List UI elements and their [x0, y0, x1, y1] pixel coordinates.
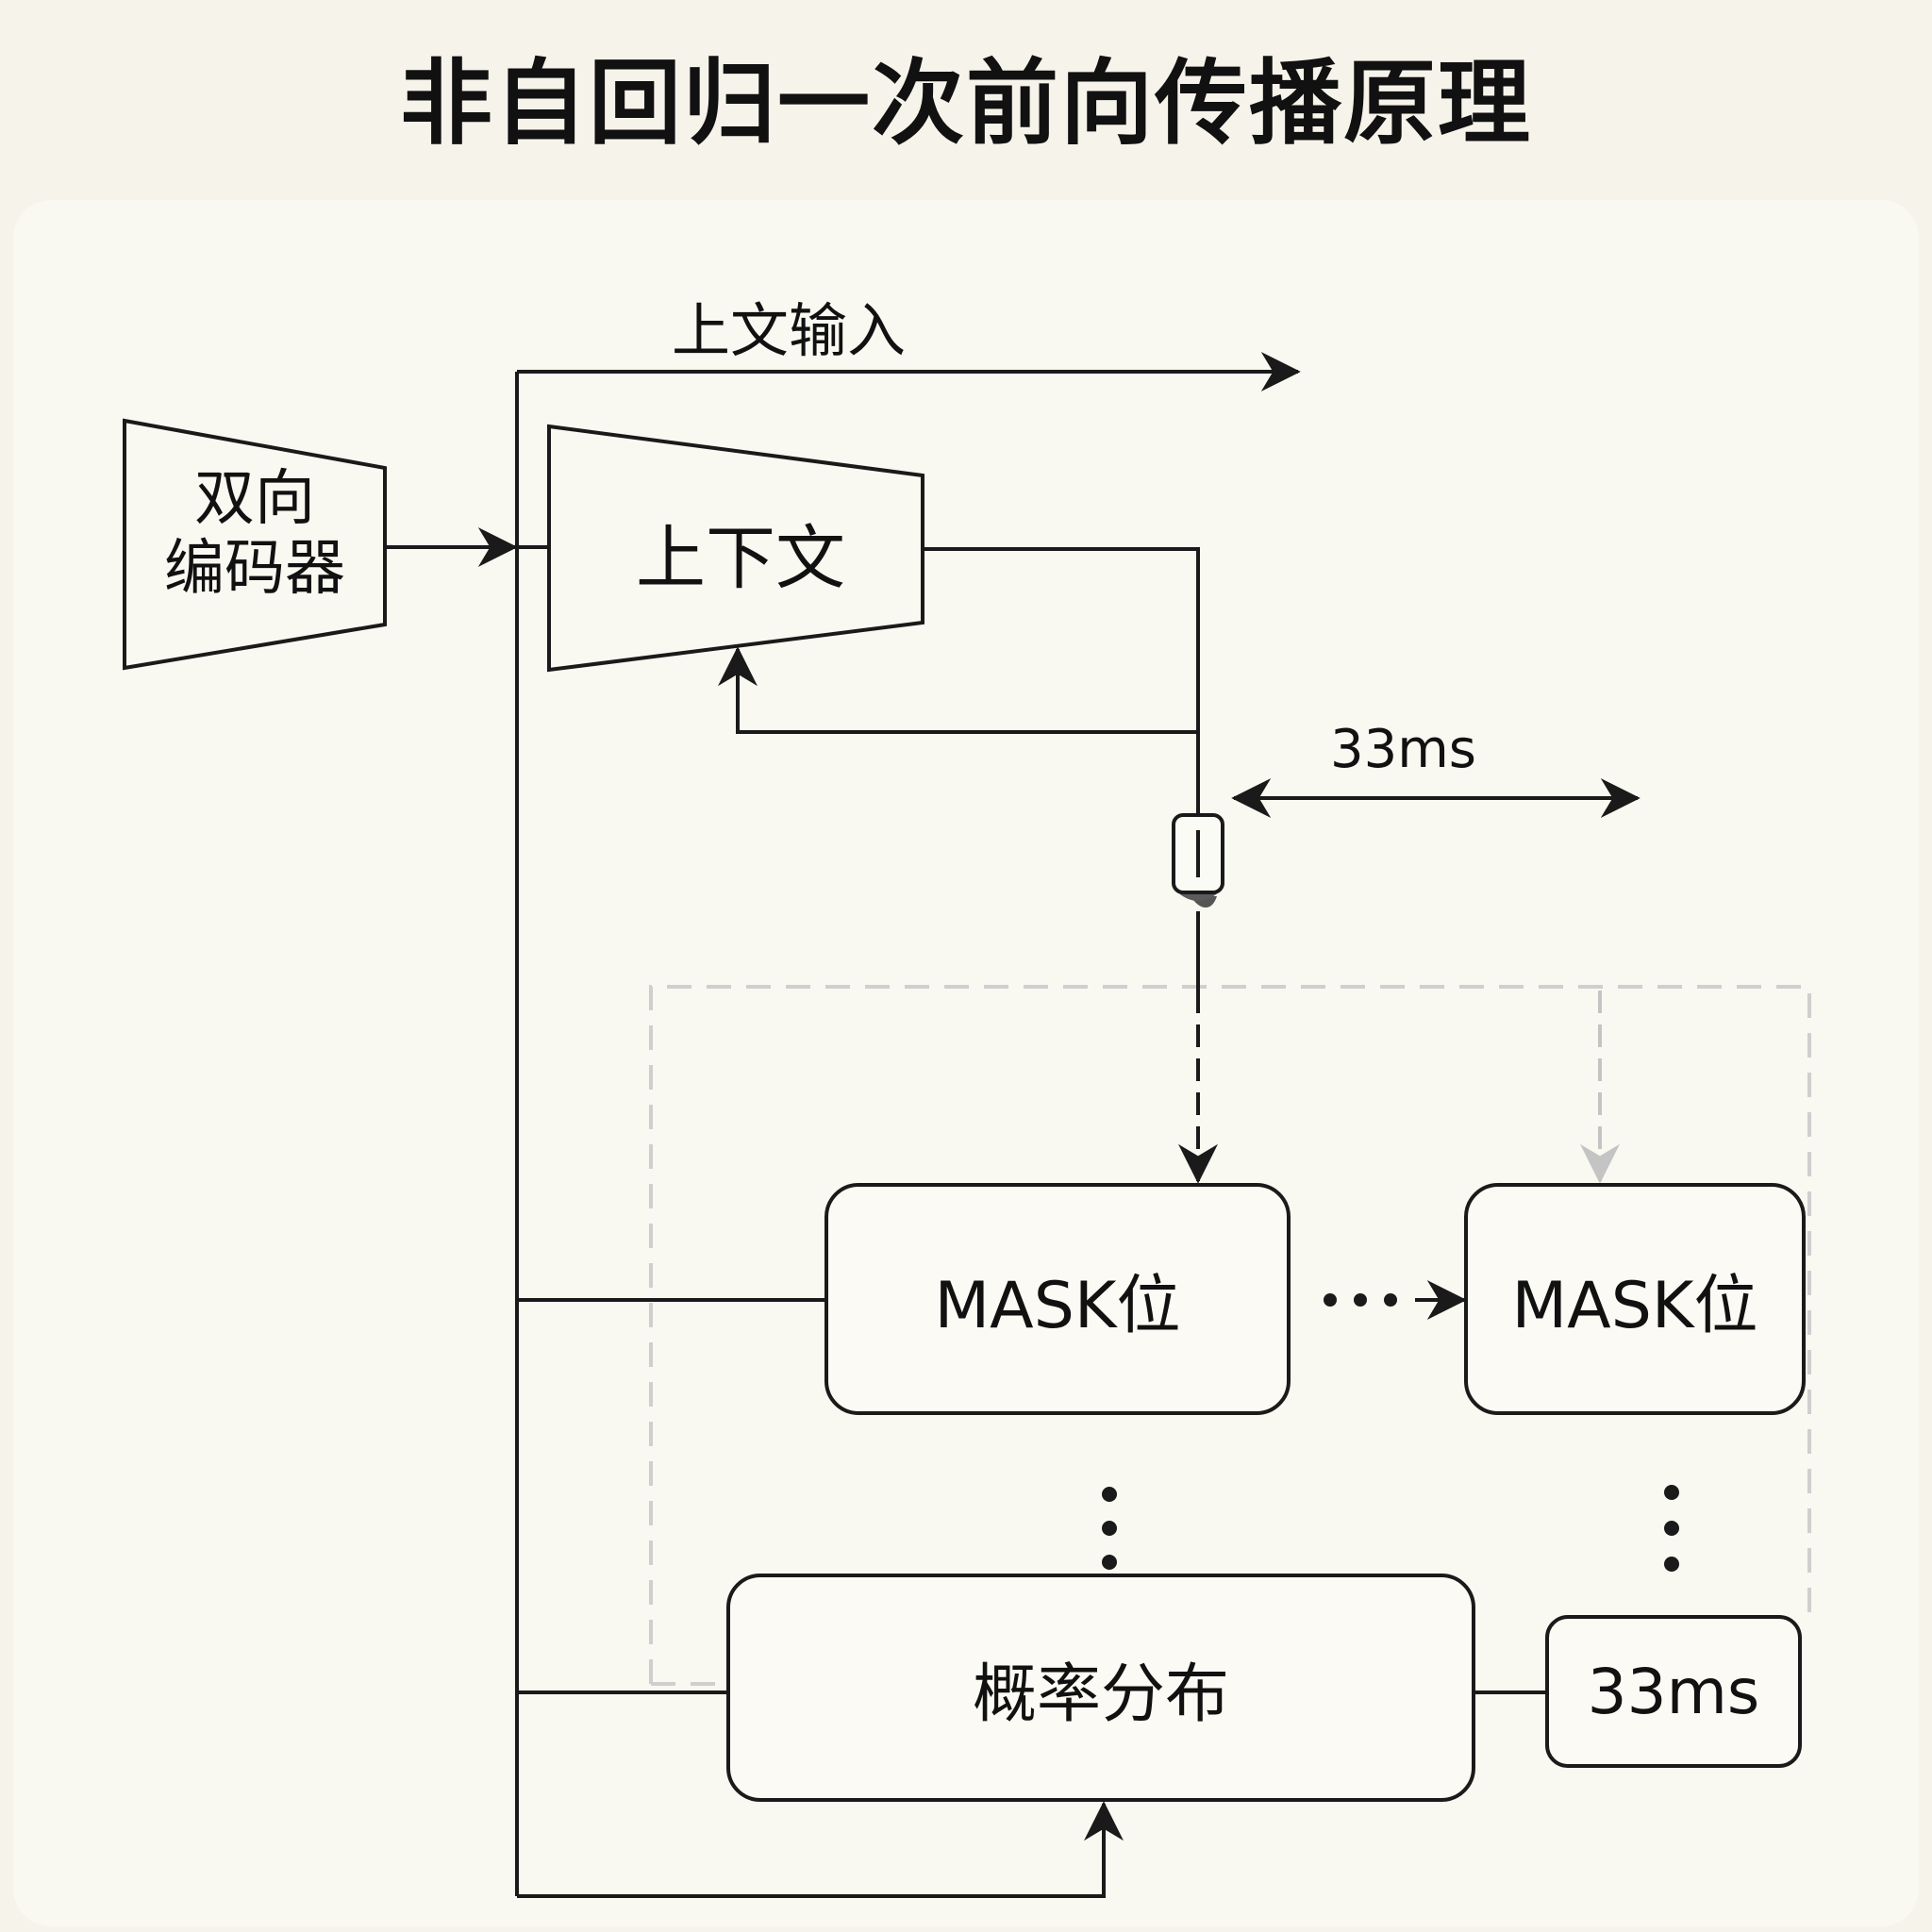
time-box-label: 33ms: [1587, 1655, 1760, 1728]
context-node: [547, 424, 924, 673]
encoder-label: 双向 编码器: [132, 455, 377, 615]
time-box: [1545, 1615, 1802, 1768]
page-title: 非自回归一次前向传播原理: [399, 50, 1532, 158]
mask-label-2: MASK位: [1511, 1268, 1758, 1343]
bidirectional-encoder-node: [123, 418, 387, 671]
dashed-region-outline: [649, 985, 1811, 1684]
context-output-line: [923, 547, 1200, 732]
latency-label: 33ms: [1330, 719, 1476, 780]
ellipsis-horizontal-icon: [1324, 1293, 1397, 1307]
probability-distribution-label: 概率分布: [972, 1657, 1229, 1732]
ellipsis-vertical-icon-2: [1664, 1485, 1679, 1572]
mask-label-1: MASK位: [934, 1268, 1181, 1343]
bottom-loop-arrow: [517, 1801, 1124, 1898]
token-capsule-icon: [1172, 813, 1224, 908]
ellipsis-vertical-icon-1: [1102, 1487, 1117, 1570]
encoder-label-line1: 双向: [194, 464, 315, 535]
upper-input-label: 上文输入: [672, 296, 907, 365]
encoder-label-line2: 编码器: [164, 534, 345, 604]
context-label: 上下文: [636, 517, 845, 599]
probability-distribution-box: [726, 1574, 1475, 1802]
feedback-loop-arrow: [718, 646, 1198, 734]
